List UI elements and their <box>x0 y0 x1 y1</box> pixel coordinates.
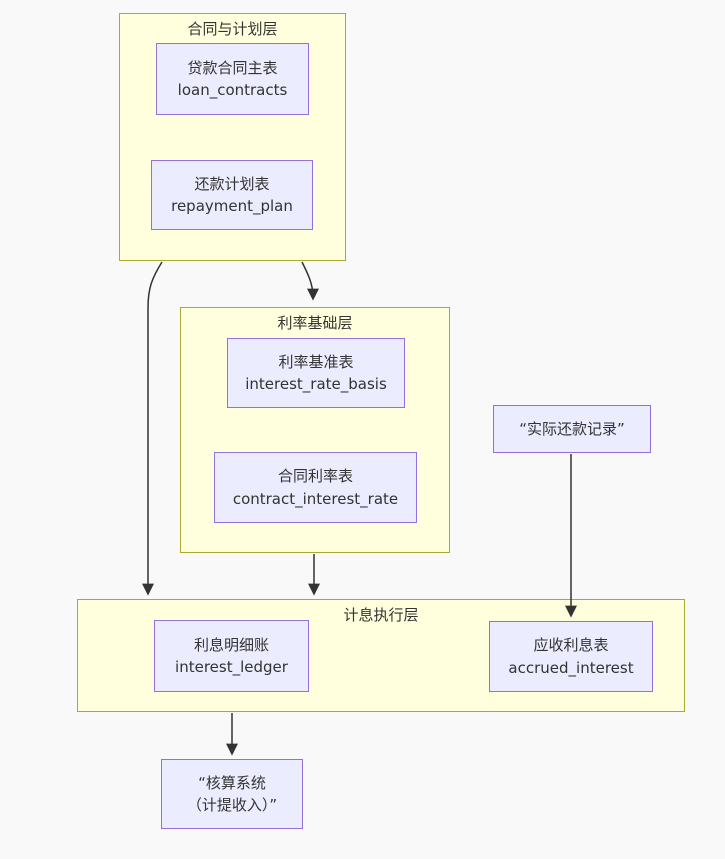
node-repayment-plan-title: 还款计划表 <box>194 174 270 193</box>
node-loan-contracts-subtitle: loan_contracts <box>177 81 288 99</box>
node-accounting-system-title: “核算系统 <box>198 773 266 792</box>
group-contract-plan-title: 合同与计划层 <box>187 20 278 38</box>
node-contract-interest-rate-title: 合同利率表 <box>277 467 353 485</box>
node-accounting-system-subtitle: （计提收入）” <box>186 796 278 814</box>
node-interest-rate-basis-title: 利率基准表 <box>278 352 354 371</box>
node-contract-interest-rate: 合同利率表 contract_interest_rate <box>214 452 417 523</box>
node-repayment-plan: 还款计划表 repayment_plan <box>151 160 313 230</box>
node-interest-rate-basis: 利率基准表 interest_rate_basis <box>227 338 405 408</box>
group-execution-title: 计息执行层 <box>343 606 419 624</box>
node-accounting-system: “核算系统 （计提收入）” <box>161 759 303 829</box>
node-loan-contracts-title: 贷款合同主表 <box>187 58 278 77</box>
node-interest-ledger-title: 利息明细账 <box>193 635 269 654</box>
node-interest-ledger: 利息明细账 interest_ledger <box>154 620 309 692</box>
node-interest-rate-basis-subtitle: interest_rate_basis <box>245 375 387 393</box>
edge-contract-plan-to-rate-basis <box>301 261 319 301</box>
node-actual-repayment: “实际还款记录” <box>493 405 651 453</box>
node-accrued-interest-title: 应收利息表 <box>533 636 609 654</box>
node-repayment-plan-subtitle: repayment_plan <box>171 197 293 215</box>
node-interest-ledger-subtitle: interest_ledger <box>175 658 288 676</box>
node-actual-repayment-title: “实际还款记录” <box>519 419 625 438</box>
node-accrued-interest: 应收利息表 accrued_interest <box>489 621 653 692</box>
group-rate-basis-title: 利率基础层 <box>277 314 353 332</box>
edge-contract-plan-to-execution <box>142 261 163 596</box>
node-accrued-interest-subtitle: accrued_interest <box>508 658 634 677</box>
node-contract-interest-rate-subtitle: contract_interest_rate <box>232 489 399 508</box>
node-loan-contracts: 贷款合同主表 loan_contracts <box>156 43 309 115</box>
